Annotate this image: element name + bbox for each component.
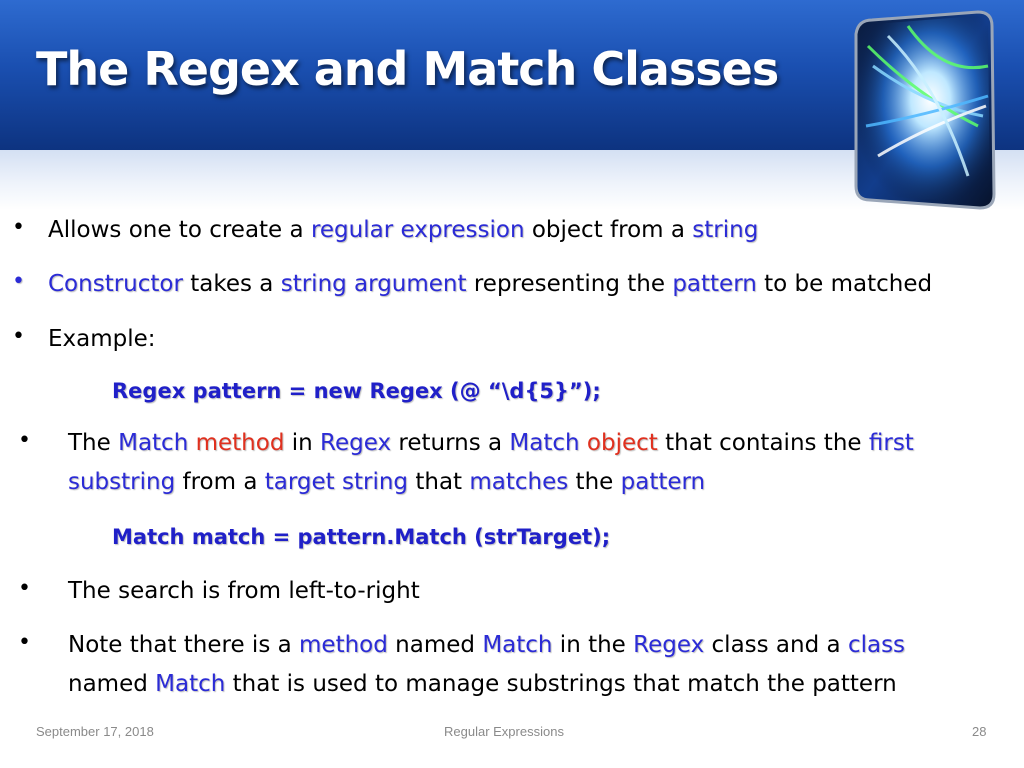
bullet-2-text: representing the xyxy=(466,271,673,297)
kw-constructor: Constructor xyxy=(48,271,183,297)
bullet-2: Constructor takes a string argument repr… xyxy=(48,265,932,303)
bullet-4-text: the xyxy=(568,469,621,495)
bullet-2-text: to be matched xyxy=(756,271,933,297)
kw-method: method xyxy=(299,632,388,658)
bullet-3-text: Example: xyxy=(48,326,156,352)
kw-match: Match xyxy=(509,430,580,456)
bullet-1: Allows one to create a regular expressio… xyxy=(48,211,758,249)
kw-regex: Regex xyxy=(320,430,392,456)
bullet-5-text: The search is from left-to-right xyxy=(68,578,420,604)
kw-string: string xyxy=(692,217,759,243)
kw-matches: matches xyxy=(469,469,569,495)
kw-method: method xyxy=(195,430,285,456)
bullet-4-text: The xyxy=(68,430,119,456)
kw-match: Match xyxy=(118,430,189,456)
bullet-marker: • xyxy=(12,215,25,240)
title-banner xyxy=(0,0,1024,150)
bullet-6-text: named xyxy=(387,632,483,658)
kw-pattern: pattern xyxy=(620,469,706,495)
slide-number: 28 xyxy=(972,724,987,739)
bullet-4-text: in xyxy=(284,430,321,456)
kw-pattern: pattern xyxy=(672,271,757,297)
kw-object: object xyxy=(586,430,658,456)
code-example-match: Match match = pattern.Match (strTarget); xyxy=(112,525,611,549)
bullet-marker: • xyxy=(18,576,31,601)
bullet-6-text: Note that there is a xyxy=(68,632,300,658)
bullet-marker: • xyxy=(18,630,31,655)
kw-regex: Regex xyxy=(633,632,705,658)
kw-first: first xyxy=(868,430,914,456)
bullet-4-line-1: The Match method in Regex returns a Matc… xyxy=(68,424,914,462)
kw-target-string: target string xyxy=(264,469,409,495)
bullet-5: The search is from left-to-right xyxy=(68,572,420,610)
bullet-6-text: in the xyxy=(552,632,634,658)
bullet-6-text: that is used to manage substrings that m… xyxy=(225,671,897,697)
code-example-regex: Regex pattern = new Regex (@ “\d{5}”); xyxy=(112,379,601,403)
bullet-1-text: object from a xyxy=(524,217,693,243)
bullet-6-line-2: named Match that is used to manage subst… xyxy=(68,665,897,703)
bullet-4-text xyxy=(188,430,195,456)
bullet-marker: • xyxy=(12,269,25,294)
kw-match: Match xyxy=(482,632,553,658)
bullet-6-text: named xyxy=(68,671,156,697)
footer-date: September 17, 2018 xyxy=(36,724,154,739)
bullet-3: Example: xyxy=(48,320,156,358)
bullet-4-text xyxy=(580,430,587,456)
bullet-4-text: that contains the xyxy=(657,430,869,456)
slide-title: The Regex and Match Classes xyxy=(36,42,779,96)
bullet-4-text: returns a xyxy=(391,430,510,456)
kw-regular-expression: regular expression xyxy=(310,217,525,243)
light-cube-graphic xyxy=(854,10,996,210)
banner-fade xyxy=(0,150,1024,210)
kw-substring: substring xyxy=(68,469,176,495)
kw-class: class xyxy=(847,632,906,658)
bullet-2-text: takes a xyxy=(182,271,281,297)
bullet-marker: • xyxy=(12,324,25,349)
bullet-6-line-1: Note that there is a method named Match … xyxy=(68,626,905,664)
bullet-4-line-2: substring from a target string that matc… xyxy=(68,463,705,501)
bullet-1-text: Allows one to create a xyxy=(48,217,311,243)
footer-title: Regular Expressions xyxy=(444,724,564,739)
bullet-6-text: class and a xyxy=(704,632,848,658)
bullet-4-text: from a xyxy=(175,469,265,495)
bullet-4-text: that xyxy=(408,469,470,495)
bullet-marker: • xyxy=(18,428,31,453)
kw-match: Match xyxy=(155,671,226,697)
kw-string-argument: string argument xyxy=(280,271,467,297)
